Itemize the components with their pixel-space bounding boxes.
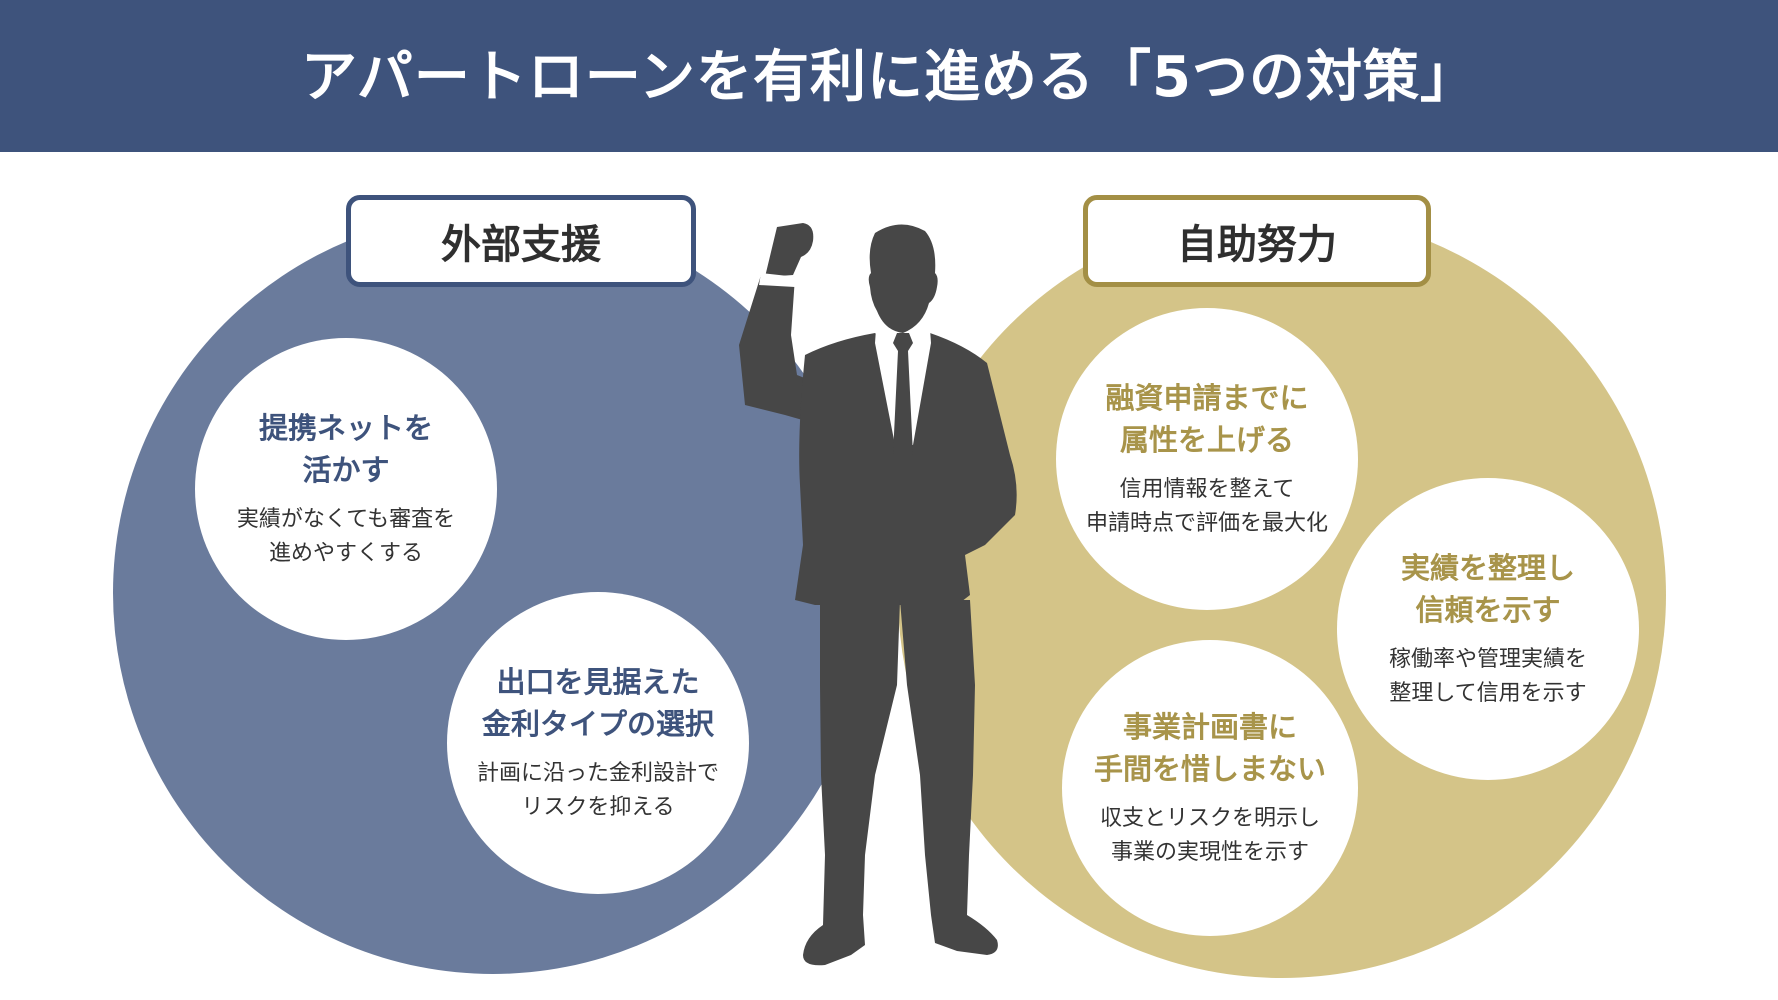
- measure-card: 出口を見据えた 金利タイプの選択 計画に沿った金利設計で リスクを抑える: [447, 592, 749, 894]
- measure-card: 実績を整理し 信頼を示す 稼働率や管理実績を 整理して信用を示す: [1337, 478, 1639, 780]
- header-banner: アパートローンを有利に進める「5つの対策」: [0, 0, 1778, 152]
- page-title: アパートローンを有利に進める「5つの対策」: [300, 44, 1478, 110]
- measure-description: 収支とリスクを明示し 事業の実現性を示す: [1099, 806, 1320, 865]
- measure-title: 事業計画書に 手間を惜しまない: [1093, 710, 1326, 786]
- external-support-label: 外部支援: [346, 195, 696, 287]
- measure-title: 実績を整理し 信頼を示す: [1400, 551, 1575, 627]
- businessman-silhouette-icon: [739, 223, 1017, 966]
- measure-title: 融資申請までに 属性を上げる: [1105, 381, 1309, 457]
- measure-card: 融資申請までに 属性を上げる 信用情報を整えて 申請時点で評価を最大化: [1056, 308, 1358, 610]
- measure-card: 事業計画書に 手間を惜しまない 収支とリスクを明示し 事業の実現性を示す: [1062, 640, 1358, 936]
- self-effort-label: 自助努力: [1083, 195, 1431, 287]
- measure-card: 提携ネットを 活かす 実績がなくても審査を 進めやすくする: [195, 338, 497, 640]
- measure-title: 出口を見据えた 金利タイプの選択: [481, 665, 714, 741]
- measure-title: 提携ネットを 活かす: [258, 411, 433, 487]
- measure-description: 実績がなくても審査を 進めやすくする: [236, 507, 456, 566]
- measure-description: 信用情報を整えて 申請時点で評価を最大化: [1085, 477, 1328, 536]
- measure-description: 計画に沿った金利設計で リスクを抑える: [476, 761, 719, 820]
- measure-description: 稼働率や管理実績を 整理して信用を示す: [1388, 647, 1587, 706]
